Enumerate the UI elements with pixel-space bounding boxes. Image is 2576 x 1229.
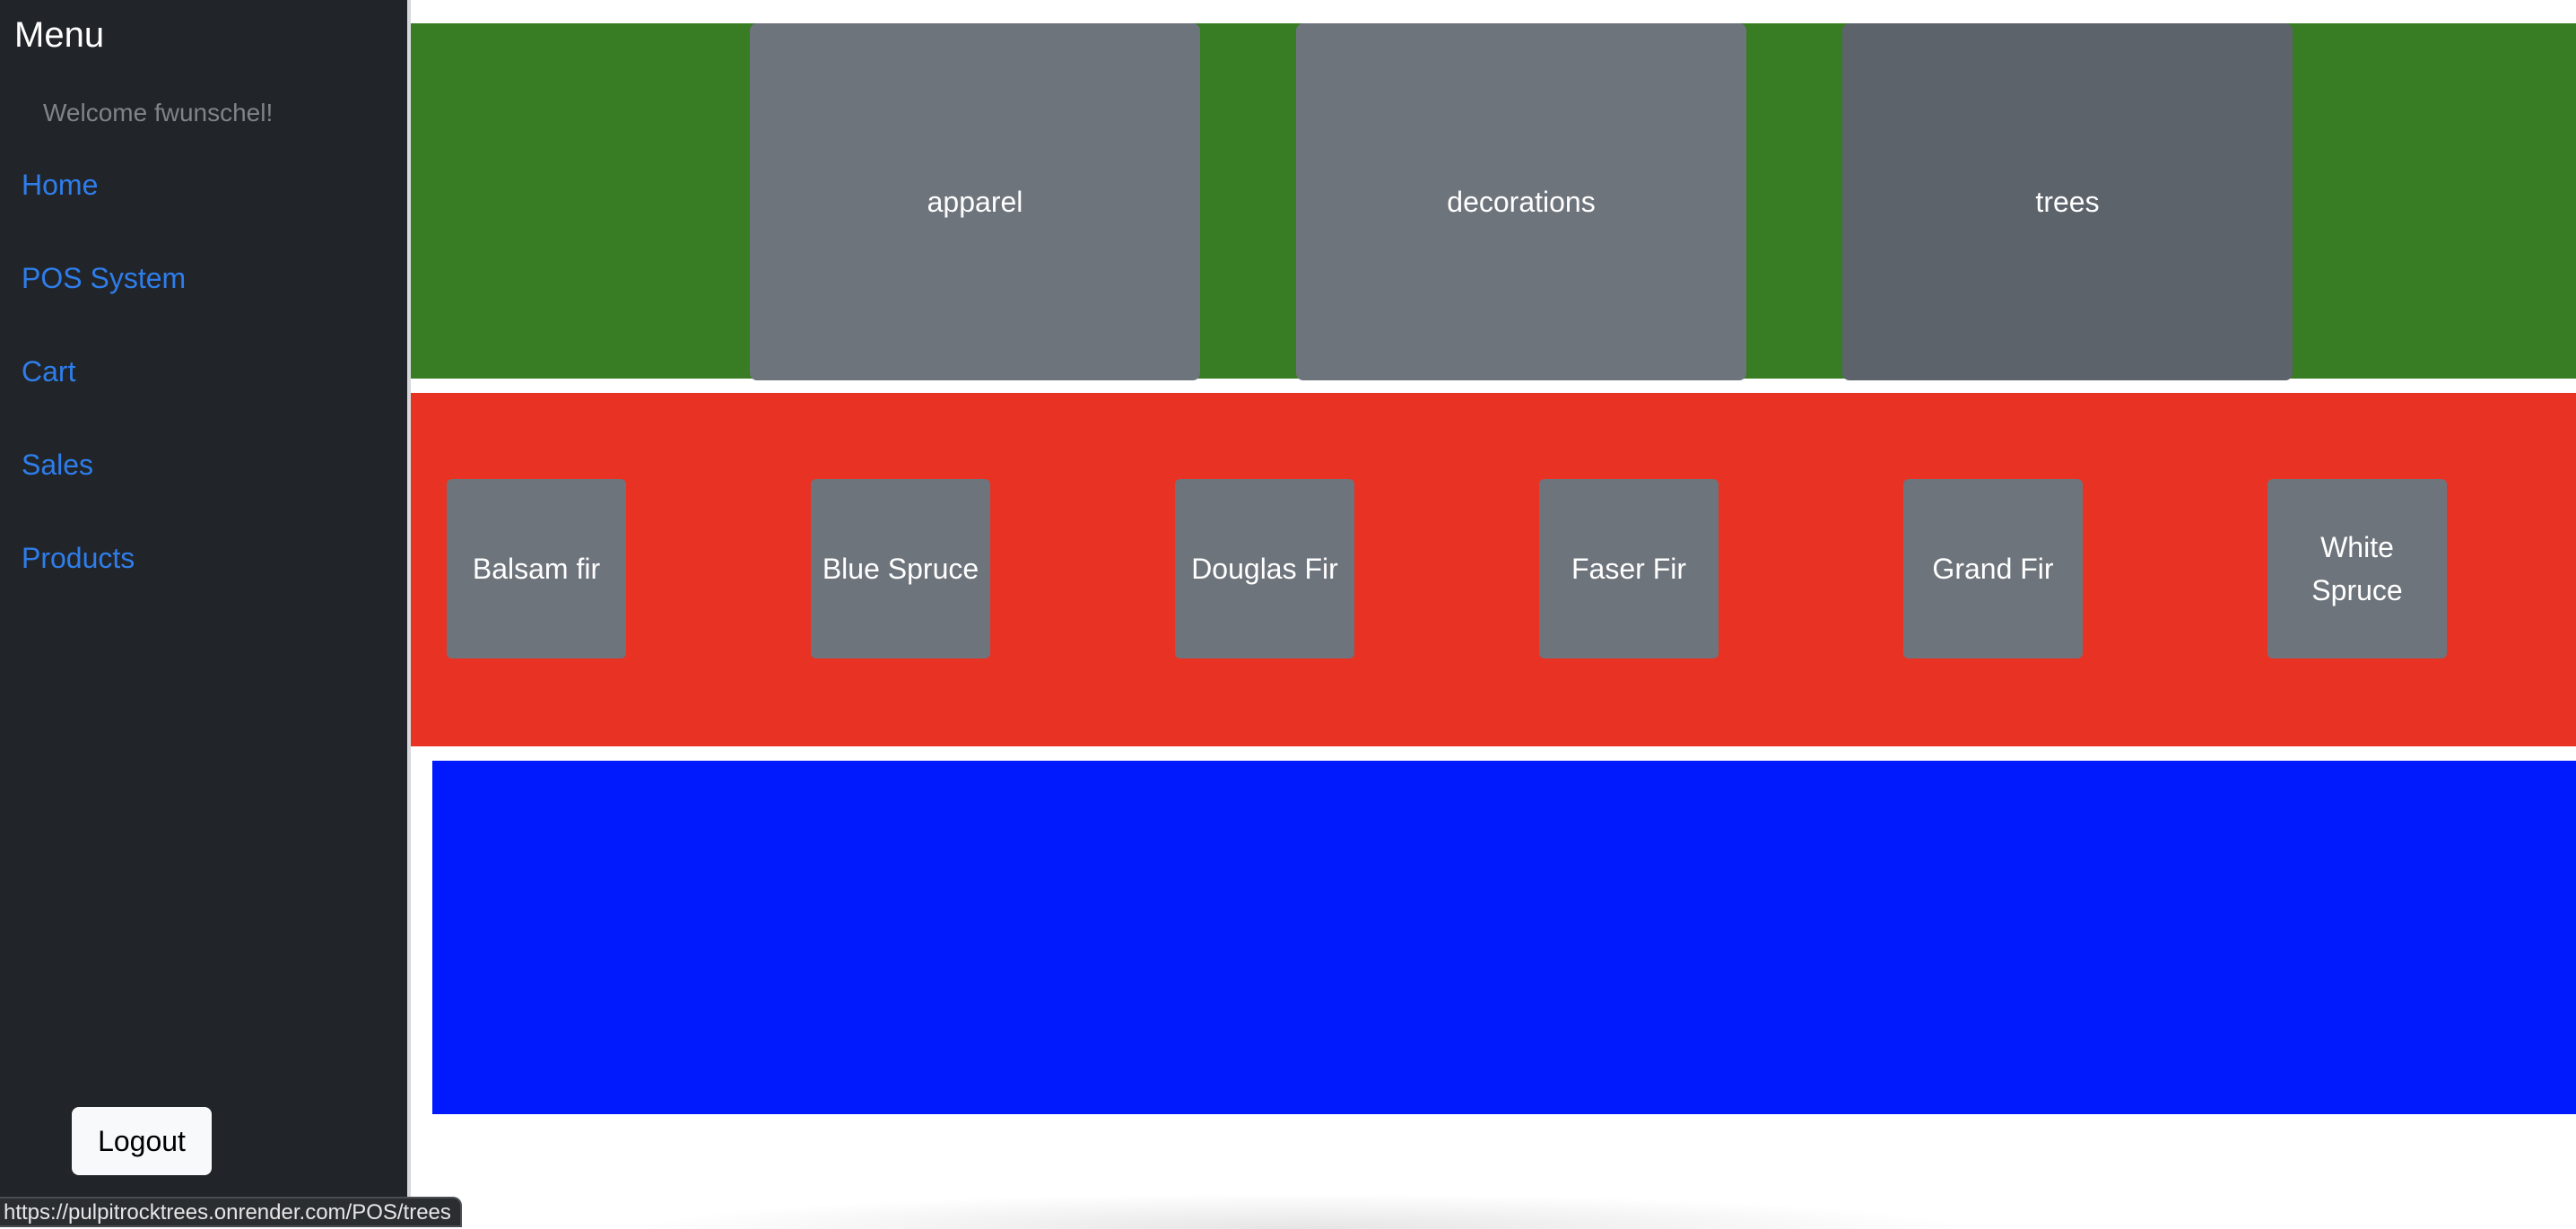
welcome-message: Welcome fwunschel!	[43, 99, 274, 126]
nav-link-home[interactable]: Home	[22, 169, 99, 201]
product-tile-faser-fir[interactable]: Faser Fir	[1539, 479, 1719, 658]
nav-link-pos-system[interactable]: POS System	[22, 262, 187, 294]
category-tile-trees[interactable]: trees	[1842, 23, 2293, 380]
status-bar-url: https://pulpitrocktrees.onrender.com/POS…	[0, 1197, 462, 1227]
product-tile-blue-spruce[interactable]: Blue Spruce	[811, 479, 990, 658]
nav-link-sales[interactable]: Sales	[22, 449, 94, 481]
sidebar-divider	[407, 0, 411, 1227]
nav-link-cart[interactable]: Cart	[22, 355, 76, 388]
product-tile-grand-fir[interactable]: Grand Fir	[1903, 479, 2083, 658]
bottom-shadow	[628, 1193, 1973, 1229]
logout-button[interactable]: Logout	[72, 1107, 212, 1175]
detail-panel	[432, 761, 2576, 1114]
product-tile-balsam-fir[interactable]: Balsam fir	[447, 479, 626, 658]
category-tile-apparel[interactable]: apparel	[750, 23, 1200, 380]
product-tile-white-spruce[interactable]: White Spruce	[2267, 479, 2447, 658]
category-tile-decorations[interactable]: decorations	[1296, 23, 1746, 380]
category-band: apparel decorations trees	[411, 23, 2576, 380]
product-tile-douglas-fir[interactable]: Douglas Fir	[1175, 479, 1354, 658]
product-band: Balsam fir Blue Spruce Douglas Fir Faser…	[411, 393, 2576, 746]
menu-title: Menu	[14, 15, 105, 55]
nav-link-products[interactable]: Products	[22, 542, 135, 574]
sidebar: Menu Welcome fwunschel! Home POS System …	[0, 0, 409, 1227]
